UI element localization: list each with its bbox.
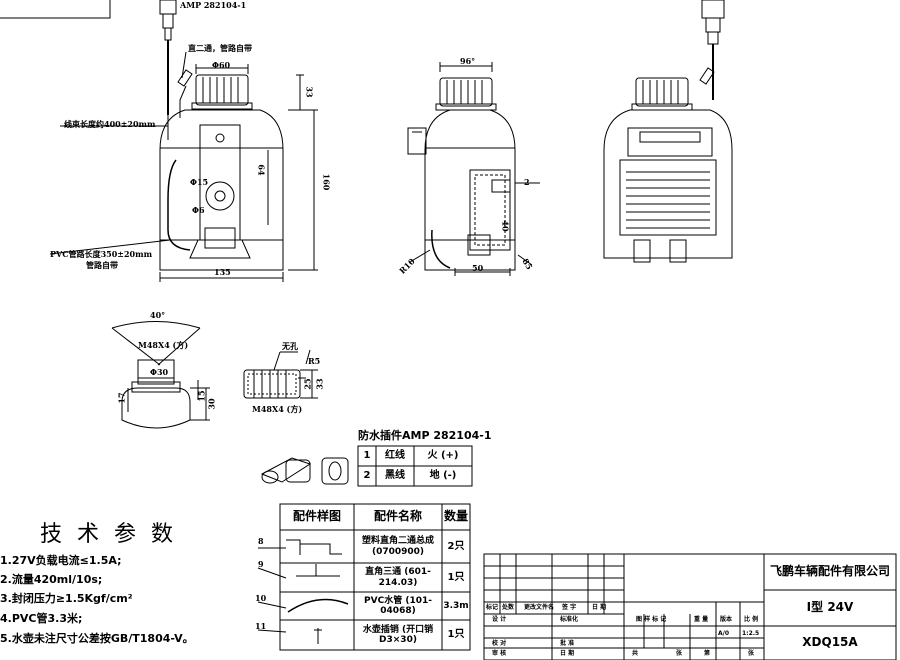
neck-detail bbox=[111, 321, 210, 429]
tech-param-item: 3.封闭压力≥1.5Kgf/cm² bbox=[0, 592, 133, 605]
tb-sheet-size: A/0 bbox=[718, 630, 730, 637]
elbow-label: 直二通，管路自带 bbox=[188, 43, 252, 53]
tb-mark: 标记 bbox=[486, 604, 499, 611]
neck-dim-30: 30 bbox=[206, 398, 217, 410]
pvc-length: PVC管路长度350±20mm bbox=[50, 249, 153, 259]
dim-64: 64 bbox=[256, 164, 267, 176]
tb-total: 共 bbox=[632, 650, 639, 657]
tech-param-item: 2.流量420ml/10s; bbox=[0, 573, 103, 586]
product-code: XDQ15A bbox=[802, 635, 858, 650]
neck-dim-17: 17 bbox=[116, 392, 127, 404]
connector-table-title: 防水插件AMP 282104-1 bbox=[358, 429, 492, 442]
tb-ratio: 比 例 bbox=[744, 616, 759, 623]
tech-param-item: 1.27V负载电流≤1.5A; bbox=[0, 554, 122, 567]
neck-dim-15: 15 bbox=[196, 390, 207, 402]
connector-table-grid bbox=[357, 445, 473, 487]
parts-table-grid bbox=[257, 503, 471, 651]
tb-audit: 批 准 bbox=[560, 640, 575, 647]
harness-length: 线束长度约400±20mm bbox=[64, 119, 156, 129]
product-name: I型 24V bbox=[806, 600, 854, 615]
side-view bbox=[407, 62, 540, 276]
tb-check: 校 对 bbox=[492, 640, 507, 647]
connector-sketch bbox=[260, 457, 349, 485]
tb-sign: 签 字 bbox=[562, 604, 577, 611]
side-label-2: 2 bbox=[524, 177, 530, 187]
tb-count: 处数 bbox=[502, 604, 515, 611]
tb-sheet2: 张 bbox=[748, 650, 755, 657]
cap-thread: M48X4 (方) bbox=[252, 404, 303, 414]
tb-doc: 更改文件名 bbox=[524, 604, 555, 611]
callout-9: 9 bbox=[258, 559, 264, 569]
neck-angle: 40° bbox=[150, 310, 166, 320]
cap-dim-25: 25 bbox=[302, 378, 313, 390]
tb-review: 审 核 bbox=[492, 650, 507, 657]
callout-10: 10 bbox=[255, 593, 267, 603]
company-name: 飞鹏车辆配件有限公司 bbox=[769, 564, 890, 579]
tech-params-title: 技 术 参 数 bbox=[40, 522, 177, 547]
dim-cap-height: 33 bbox=[304, 86, 315, 98]
dim-width: 135 bbox=[214, 267, 231, 277]
tb-design: 设 计 bbox=[492, 616, 507, 623]
part-qty: 1只 bbox=[447, 629, 465, 641]
tb-scale: 1:2.5 bbox=[742, 630, 760, 637]
side-dim-40: 40 bbox=[500, 220, 511, 232]
part-name: PVC水管 (101-04068) bbox=[364, 595, 432, 616]
connector-row-wire: 红线 bbox=[385, 450, 405, 462]
part-name: 水壶插销 (开口销D3×30) bbox=[362, 624, 434, 645]
neck-thread: M48X4 (方) bbox=[138, 340, 189, 350]
part-qty: 1只 bbox=[447, 571, 465, 583]
dim-phi15: Φ15 bbox=[190, 177, 209, 187]
connector-row-no: 2 bbox=[363, 470, 371, 482]
cap-r5: R5 bbox=[308, 356, 321, 366]
part-name: 直角三通 (601-214.03) bbox=[365, 567, 431, 588]
tech-param-item: 5.水壶未注尺寸公差按GB/T1804-V。 bbox=[0, 632, 194, 645]
connector-row-no: 1 bbox=[363, 450, 371, 462]
tb-std: 标准化 bbox=[560, 616, 579, 623]
parts-header-qty: 数量 bbox=[443, 509, 468, 524]
part-qty: 2只 bbox=[447, 540, 465, 552]
dim-cap-dia: Φ60 bbox=[212, 60, 231, 70]
tb-version: 版本 bbox=[720, 616, 733, 623]
tb-weight: 重 量 bbox=[694, 616, 709, 623]
connector-row-pole: 火 (+) bbox=[427, 450, 459, 462]
dim-phi6: Φ6 bbox=[192, 205, 205, 215]
cap-no-hole: 无孔 bbox=[282, 341, 298, 351]
dim-160: 160 bbox=[321, 173, 332, 191]
parts-header-image: 配件样图 bbox=[292, 509, 341, 524]
top-connector-label: AMP 282104-1 bbox=[180, 0, 247, 10]
title-block-grid bbox=[483, 553, 897, 660]
tb-of: 第 bbox=[704, 650, 711, 657]
cap-detail bbox=[243, 349, 318, 399]
parts-header-name: 配件名称 bbox=[373, 509, 422, 524]
connector-row-wire: 黑线 bbox=[385, 470, 405, 482]
tb-sheet: 张 bbox=[676, 650, 683, 657]
callout-11: 11 bbox=[255, 621, 267, 631]
connector-row-pole: 地 (-) bbox=[429, 470, 457, 482]
rear-view bbox=[603, 0, 733, 263]
tb-date: 日 期 bbox=[592, 604, 607, 611]
part-name: 塑料直角二通总成 (0700900) bbox=[361, 536, 434, 557]
side-dim-top: 96° bbox=[460, 56, 476, 66]
side-dim-50: 50 bbox=[472, 263, 484, 273]
tb-day: 日 期 bbox=[560, 650, 575, 657]
pvc-note: 管路自带 bbox=[86, 260, 118, 270]
callout-8: 8 bbox=[258, 536, 264, 546]
neck-dia: Φ30 bbox=[150, 367, 169, 377]
frame-corner bbox=[0, 0, 111, 19]
front-view bbox=[49, 0, 318, 282]
cap-dim-33: 33 bbox=[314, 378, 325, 390]
tech-param-item: 4.PVC管3.3米; bbox=[0, 612, 83, 625]
tb-stage: 图 样 标 记 bbox=[636, 616, 667, 623]
part-qty: 3.3m bbox=[443, 600, 469, 611]
